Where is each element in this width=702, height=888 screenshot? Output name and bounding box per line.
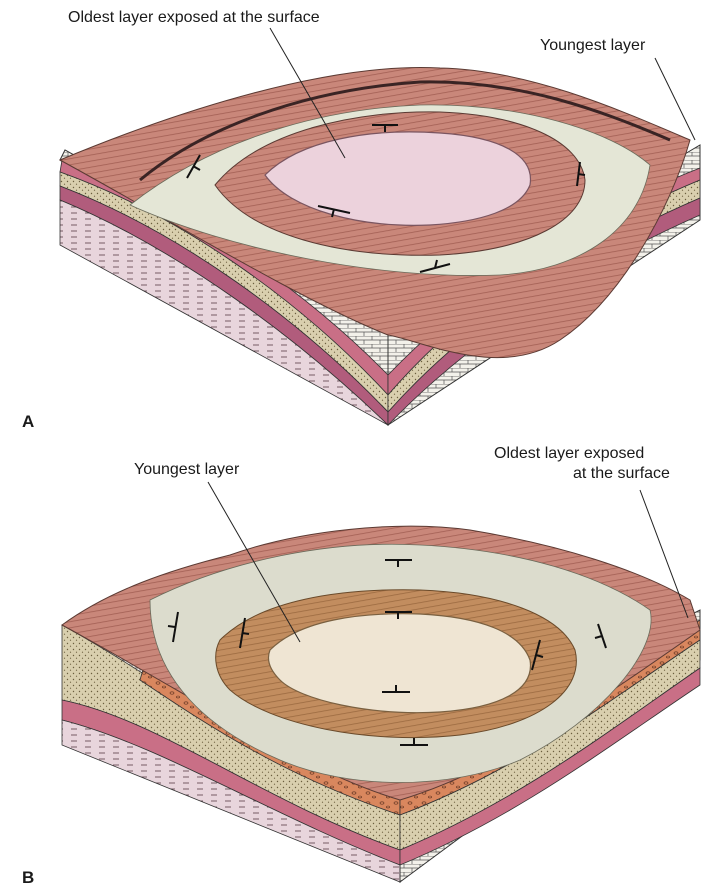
- panel-b-dome-block: [62, 482, 700, 882]
- panel-a-basin-block: [60, 28, 700, 425]
